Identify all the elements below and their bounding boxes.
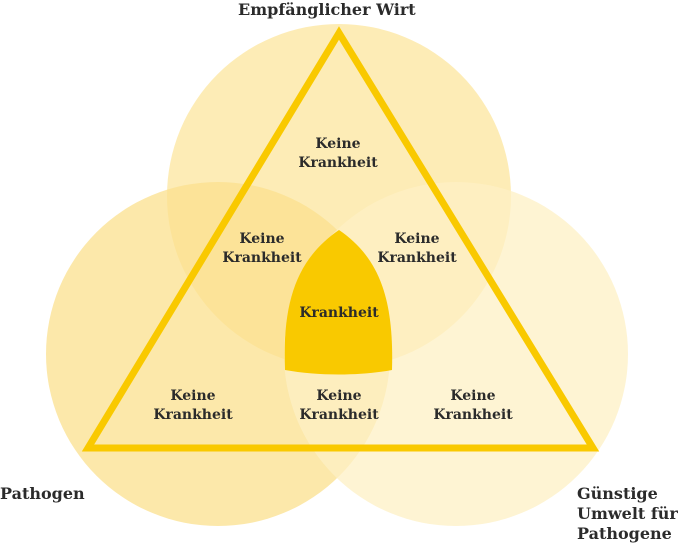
region-host-only-line2: Krankheit xyxy=(298,155,378,171)
region-host-pathogen: Keine Krankheit xyxy=(222,230,301,268)
region-pathogen-environment-line2: Krankheit xyxy=(299,407,379,423)
label-host: Empfänglicher Wirt xyxy=(238,0,416,19)
region-host-only: Keine Krankheit xyxy=(298,135,377,173)
center-intersection xyxy=(284,230,393,375)
region-center: Krankheit xyxy=(299,304,378,323)
region-pathogen-only: Keine Krankheit xyxy=(153,387,232,425)
region-environment-only: Keine Krankheit xyxy=(433,387,512,425)
label-environment-line2: Umwelt für xyxy=(577,504,678,523)
label-environment-line1: Günstige xyxy=(577,484,658,503)
region-host-environment-line1: Keine xyxy=(394,231,440,247)
region-pathogen-environment-line1: Keine xyxy=(316,388,362,404)
region-host-pathogen-line2: Krankheit xyxy=(222,250,302,266)
region-host-only-line1: Keine xyxy=(315,136,361,152)
region-host-environment: Keine Krankheit xyxy=(377,230,456,268)
label-environment-line3: Pathogene xyxy=(577,524,672,543)
region-pathogen-environment: Keine Krankheit xyxy=(299,387,378,425)
region-pathogen-only-line1: Keine xyxy=(170,388,216,404)
region-center-line1: Krankheit xyxy=(299,305,379,321)
label-environment: Günstige Umwelt für Pathogene xyxy=(577,484,678,544)
label-pathogen: Pathogen xyxy=(0,484,85,503)
region-host-pathogen-line1: Keine xyxy=(239,231,285,247)
disease-triangle xyxy=(81,26,600,452)
region-host-environment-line2: Krankheit xyxy=(377,250,457,266)
region-environment-only-line2: Krankheit xyxy=(433,407,513,423)
region-environment-only-line1: Keine xyxy=(450,388,496,404)
region-pathogen-only-line2: Krankheit xyxy=(153,407,233,423)
